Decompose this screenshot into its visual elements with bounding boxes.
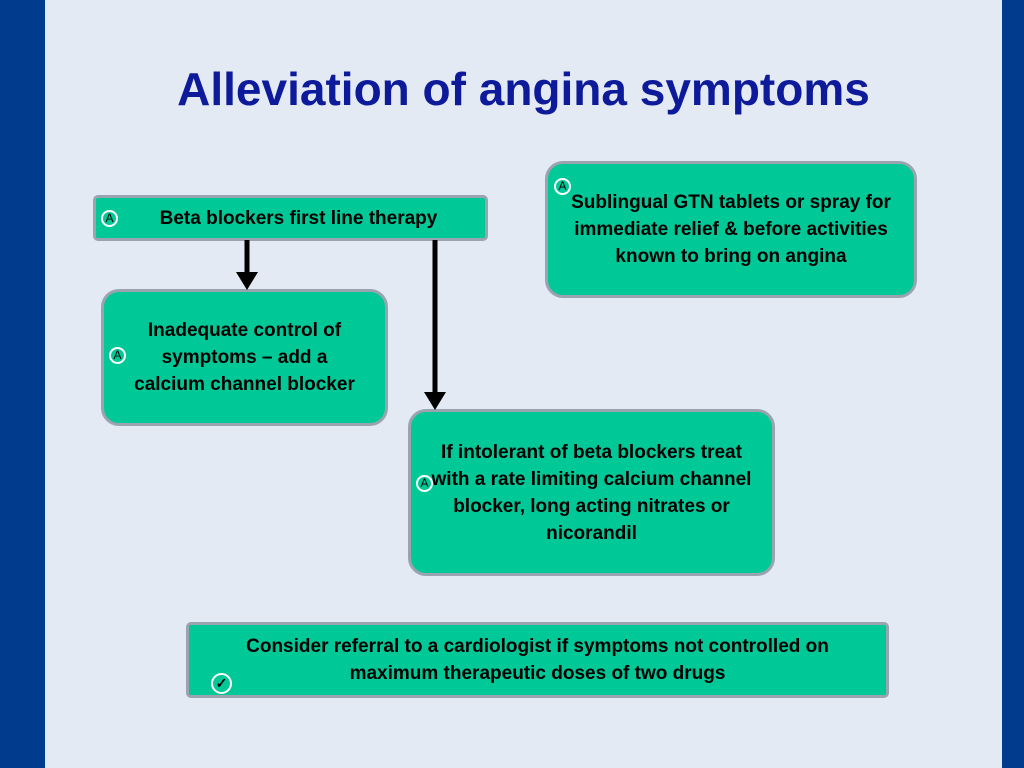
node-beta-blockers: Beta blockers first line therapy [93,195,488,241]
node-referral-text: Consider referral to a cardiologist if s… [246,636,829,684]
node-intolerant: If intolerant of beta blockers treat wit… [408,409,775,576]
left-accent-bar [0,0,45,768]
check-badge: ✓ [211,673,232,694]
node-inadequate-control-text: Inadequate control of symptoms – add a c… [134,320,355,395]
slide-title: Alleviation of angina symptoms [177,63,870,115]
node-gtn: Sublingual GTN tablets or spray for imme… [545,161,917,298]
node-referral: Consider referral to a cardiologist if s… [186,622,889,698]
evidence-a-badge: A [554,178,571,195]
evidence-a-badge: A [109,347,126,364]
evidence-a-badge: A [101,210,118,227]
node-inadequate-control: Inadequate control of symptoms – add a c… [101,289,388,426]
right-accent-bar [1002,0,1024,768]
evidence-a-badge: A [416,475,433,492]
arrow-to-inadequate-control [236,240,258,290]
node-intolerant-text: If intolerant of beta blockers treat wit… [431,441,752,544]
arrow-to-intolerant [424,240,446,410]
node-beta-blockers-text: Beta blockers first line therapy [159,207,438,229]
node-gtn-text: Sublingual GTN tablets or spray for imme… [571,192,891,267]
